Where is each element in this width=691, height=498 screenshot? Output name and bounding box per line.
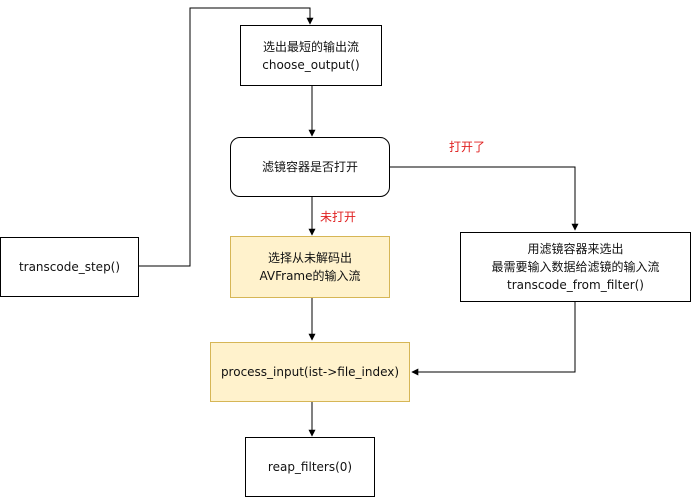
node-reap-filters: reap_filters(0) [245, 437, 375, 497]
node-transcode-step: transcode_step() [0, 237, 139, 297]
node-select-undecoded-line1: 选择从未解码出 [267, 251, 352, 265]
node-decision: 滤镜容器是否打开 [230, 137, 390, 197]
edge-decision-to-filter-select [390, 166, 579, 231]
node-select-undecoded: 选择从未解码出 AVFrame的输入流 [230, 236, 390, 298]
node-choose-output-line2: choose_output() [262, 57, 360, 72]
node-select-undecoded-line2: AVFrame的输入流 [259, 269, 361, 283]
edge-filter-select-to-process-input [411, 302, 576, 376]
edge-label-not-opened: 未打开 [320, 210, 357, 224]
node-choose-output: 选出最短的输出流 choose_output() [240, 25, 382, 86]
node-transcode-step-line1: transcode_step() [18, 260, 121, 274]
edge-transcode-step-to-choose-output [139, 7, 314, 267]
edge-label-opened: 打开了 [449, 140, 486, 154]
node-filter-select: 用滤镜容器来选出 最需要输入数据给滤镜的输入流 transcode_from_f… [460, 232, 691, 302]
node-decision-line1: 滤镜容器是否打开 [261, 160, 358, 174]
node-filter-select-line1: 用滤镜容器来选出 [527, 242, 624, 256]
node-process-input-line1: process_input(ist->file_index) [220, 365, 400, 379]
node-reap-filters-line1: reap_filters(0) [267, 460, 353, 474]
node-process-input: process_input(ist->file_index) [210, 342, 410, 402]
node-filter-select-line2: 最需要输入数据给滤镜的输入流 [491, 260, 660, 274]
node-choose-output-line1: 选出最短的输出流 [262, 39, 359, 54]
node-filter-select-line3: transcode_from_filter() [507, 278, 644, 292]
